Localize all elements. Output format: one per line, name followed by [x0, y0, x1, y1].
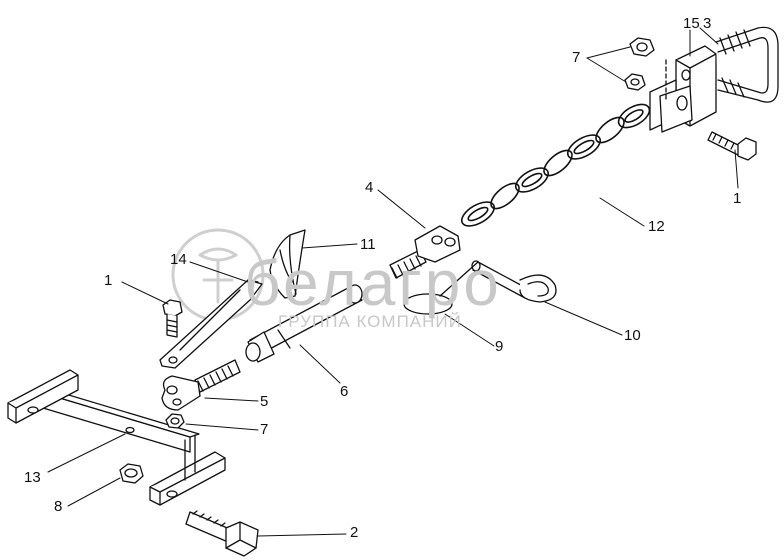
- part-2-bolt: [185, 510, 259, 557]
- callout-8: 8: [54, 498, 63, 515]
- part-13-frame: [7, 369, 226, 506]
- part-6-sleeve: [245, 284, 363, 363]
- callout-7-lower: 7: [260, 421, 269, 438]
- part-14-bracket: [159, 279, 263, 369]
- callout-9: 9: [495, 338, 504, 355]
- part-1-bolt-right: [707, 131, 757, 161]
- leader-lines: [47, 27, 739, 537]
- callout-10: 10: [624, 327, 641, 344]
- part-10-pin: [471, 260, 557, 303]
- part-9-ring: [403, 261, 479, 315]
- callout-6: 6: [340, 383, 349, 400]
- callout-11: 11: [360, 236, 376, 253]
- callout-2: 2: [350, 524, 359, 541]
- part-3-ubolt: [715, 26, 779, 103]
- part-12-chain: [460, 103, 651, 227]
- watermark-logo-text: белагро: [244, 247, 502, 319]
- watermark-subtitle: ГРУППА КОМПАНИЙ: [278, 312, 462, 331]
- callout-5: 5: [260, 393, 269, 410]
- part-5-yoke: [161, 359, 241, 411]
- callout-7-upper: 7: [572, 49, 581, 66]
- callout-15: 15: [683, 15, 700, 32]
- part-1-bolt-left: [162, 299, 183, 338]
- part-4-yoke: [389, 225, 461, 279]
- part-7-nut-upper-b: [624, 73, 646, 91]
- part-7-nut-lower: [165, 413, 185, 429]
- part-11-clip: [269, 229, 306, 299]
- part-8-nut: [119, 463, 144, 484]
- part-7-nut-upper-a: [629, 37, 655, 57]
- callout-1-left: 1: [104, 272, 113, 289]
- part-15-bracket: [649, 45, 717, 133]
- callout-14: 14: [170, 251, 187, 268]
- callout-4: 4: [365, 179, 374, 196]
- callout-12: 12: [648, 218, 665, 235]
- callout-13: 13: [24, 469, 41, 486]
- callout-3: 3: [703, 15, 712, 32]
- callout-1-right: 1: [733, 190, 742, 207]
